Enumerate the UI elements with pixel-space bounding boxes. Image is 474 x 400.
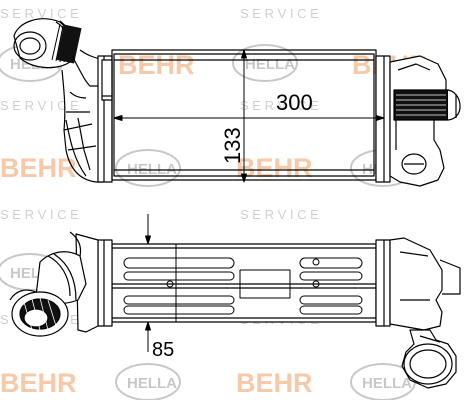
core-slots	[123, 244, 363, 322]
service-watermark: S E R V I C E	[0, 98, 79, 113]
hella-logo-oval	[115, 149, 181, 187]
intercooler-core-top	[111, 243, 377, 323]
behr-logo-watermark: BEHR	[0, 368, 77, 398]
intercooler-top-view	[9, 214, 461, 389]
intercooler-front-view	[13, 18, 461, 187]
depth-value: 85	[152, 339, 174, 361]
behr-logo-watermark: BEHR	[0, 153, 77, 183]
hella-logo-watermark: HELLA	[245, 56, 295, 73]
left-tank-top	[69, 231, 113, 333]
hella-logo-oval	[115, 363, 181, 400]
behr-logo-watermark: BEHR	[236, 368, 313, 398]
behr-logo-watermark: BEHR	[118, 50, 195, 80]
height-dimension	[241, 49, 247, 183]
service-watermark: S E R V I C E	[0, 207, 79, 222]
service-watermark: S E R V I C E	[0, 6, 79, 21]
right-tank-top	[375, 237, 461, 331]
service-watermark: S E R V I C E	[240, 98, 319, 113]
hella-logo-oval	[232, 44, 298, 82]
hella-logo-watermark: HELLA	[127, 375, 177, 392]
outlet-hose-clamp	[393, 89, 461, 121]
outlet-hose-top	[401, 329, 457, 389]
depth-dimension	[145, 214, 151, 352]
right-tank	[375, 55, 447, 187]
behr-logo-watermark: BEHR	[236, 153, 313, 183]
service-watermark: S E R V I C E	[240, 6, 319, 21]
hella-logo-watermark: HELLA	[362, 375, 412, 392]
height-value: 133	[220, 127, 245, 164]
length-value: 300	[276, 90, 313, 115]
length-dimension	[113, 114, 385, 122]
inlet-hose-top	[9, 251, 87, 337]
service-watermark: S E R V I C E	[240, 207, 319, 222]
